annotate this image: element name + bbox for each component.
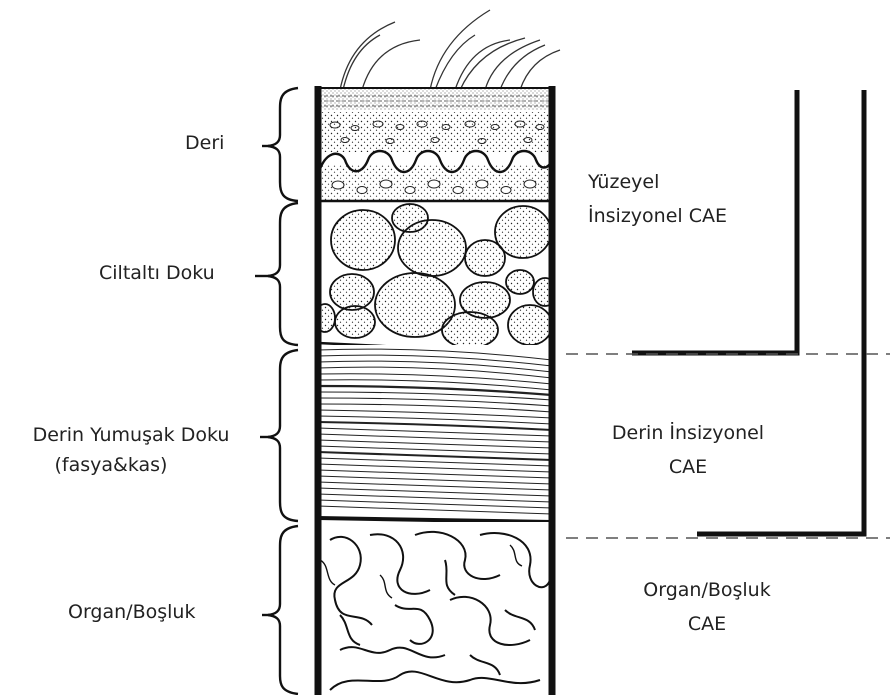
class-label-derin-line2: CAE xyxy=(583,452,793,482)
layer-braces xyxy=(255,88,298,694)
brace-deri xyxy=(268,88,298,201)
subcutaneous-fat-layer xyxy=(315,204,557,348)
layer-label-derin: Derin Yumuşak Doku (fasya&kas) xyxy=(4,420,258,480)
layer-label-deri: Deri xyxy=(185,128,224,158)
class-label-yuzeyel: Yüzeyel İnsizyonel CAE xyxy=(588,167,727,231)
layer-label-ciltalti: Ciltaltı Doku xyxy=(99,258,215,288)
class-label-yuzeyel-line2: İnsizyonel CAE xyxy=(588,201,727,231)
organ-cavity-layer xyxy=(318,522,552,695)
brace-derin xyxy=(268,350,298,521)
brace-organ xyxy=(268,526,298,694)
hair-strands xyxy=(340,10,560,90)
class-label-yuzeyel-line1: Yüzeyel xyxy=(588,167,727,197)
layer-label-derin-line1: Derin Yumuşak Doku xyxy=(4,420,258,450)
class-label-organ-line2: CAE xyxy=(612,609,802,639)
muscle-fascia-layer xyxy=(318,345,552,520)
layer-label-derin-line2: (fasya&kas) xyxy=(0,450,258,480)
class-label-derin: Derin İnsizyonel CAE xyxy=(583,418,793,482)
layer-label-organ: Organ/Boşluk xyxy=(68,597,195,627)
brace-ciltalti xyxy=(268,203,298,345)
class-label-organ-line1: Organ/Boşluk xyxy=(612,575,802,605)
class-label-organ: Organ/Boşluk CAE xyxy=(612,575,802,639)
class-label-derin-line1: Derin İnsizyonel xyxy=(583,418,793,448)
skin-layer xyxy=(318,88,552,203)
